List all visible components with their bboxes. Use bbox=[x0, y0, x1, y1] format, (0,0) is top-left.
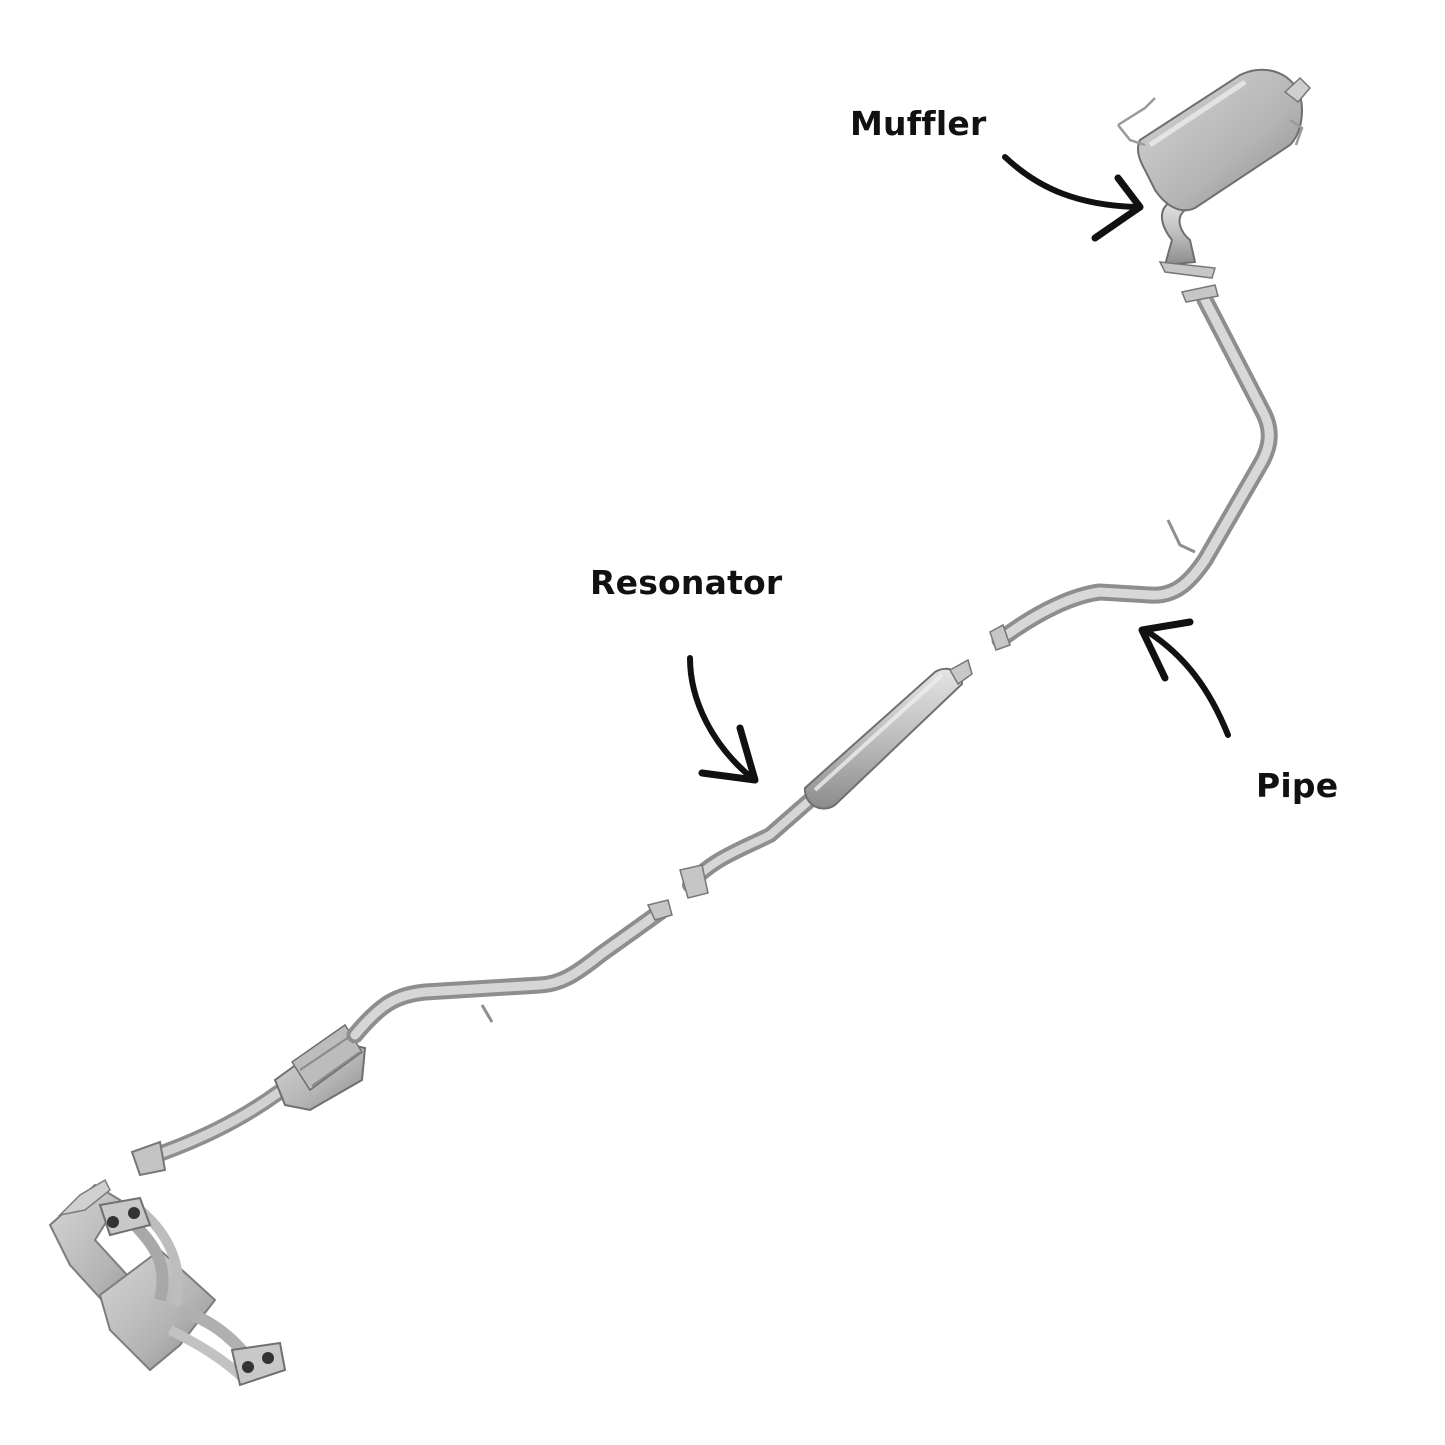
rear-pipe bbox=[989, 284, 1278, 651]
mid-pipe bbox=[346, 899, 673, 1044]
pipe-arrow-icon bbox=[1138, 618, 1231, 738]
manifold-flange-lower bbox=[230, 1341, 287, 1387]
exhaust-manifold bbox=[48, 1178, 287, 1387]
muffler-label: Muffler bbox=[850, 104, 987, 143]
front-pipe bbox=[130, 1070, 308, 1177]
resonator bbox=[679, 658, 973, 899]
muffler-arrow-icon bbox=[1002, 154, 1144, 242]
muffler bbox=[1117, 68, 1312, 279]
flex-joint bbox=[273, 1023, 367, 1112]
manifold-flange-upper bbox=[98, 1196, 152, 1237]
resonator-label: Resonator bbox=[590, 563, 783, 602]
pipe-label: Pipe bbox=[1256, 766, 1339, 805]
resonator-arrow-icon bbox=[687, 655, 759, 784]
